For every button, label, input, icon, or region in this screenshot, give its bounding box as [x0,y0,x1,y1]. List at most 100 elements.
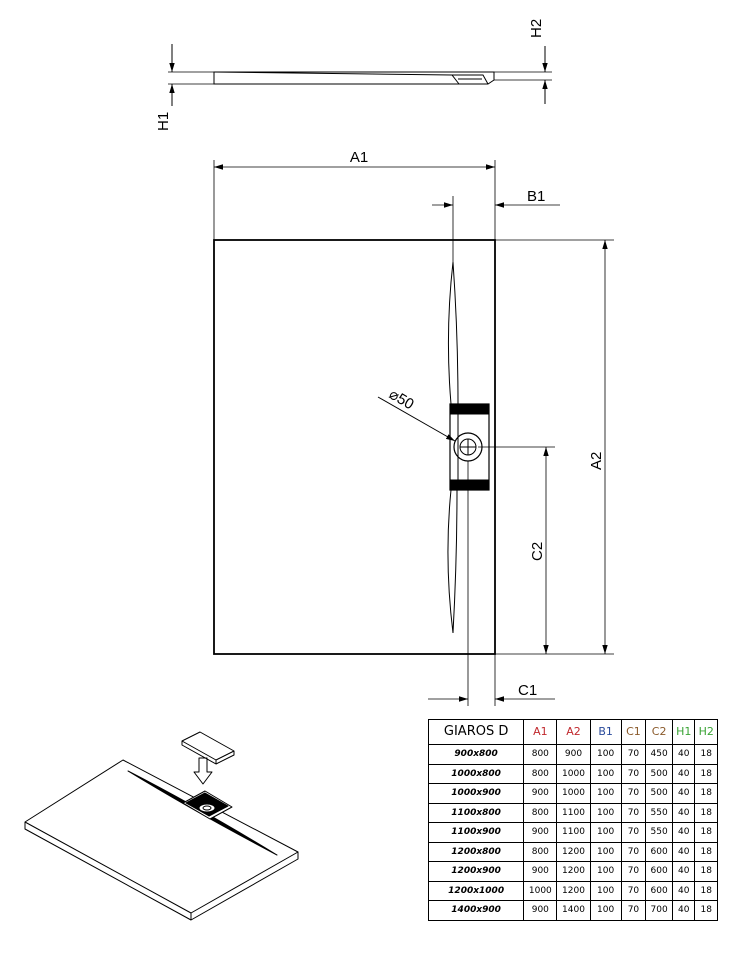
table-cell-value: 900 [523,783,558,804]
table-cell-value: 70 [620,783,647,804]
table-cell-model: 1100x900 [427,822,525,843]
table-cell-value: 18 [694,763,718,784]
table-cell-value: 40 [671,763,696,784]
table-cell-value: 1200 [556,861,591,882]
table-cell-model: 1000x900 [427,783,525,804]
table-cell-value: 40 [671,880,696,901]
table-cell-value: 100 [589,802,622,823]
table-cell-value: 40 [671,783,696,804]
table-cell-model: 1100x800 [427,802,525,823]
table-cell-value: 40 [671,841,696,862]
table-cell-value: 100 [589,841,622,862]
label-h2: H2 [528,19,545,38]
table-cell-value: 1000 [523,880,558,901]
table-cell-value: 70 [620,841,647,862]
table-cell-value: 550 [645,802,673,823]
label-b1: B1 [527,188,545,205]
table-cell-value: 100 [589,744,622,765]
table-cell-value: 800 [523,841,558,862]
table-cell-value: 900 [523,900,558,921]
table-cell-model: 1200x800 [427,841,525,862]
table-cell-value: 70 [620,763,647,784]
table-header-b1: B1 [589,719,622,745]
table-cell-value: 500 [645,783,673,804]
table-header-c1: C1 [620,719,647,745]
dimension-lines [213,160,614,706]
table-header-a2: A2 [556,719,591,745]
table-cell-value: 1200 [556,880,591,901]
table-cell-value: 600 [645,841,673,862]
table-header-a1: A1 [523,719,558,745]
table-header-h1: H1 [671,719,696,745]
table-cell-value: 1400 [556,900,591,921]
table-cell-value: 40 [671,861,696,882]
table-cell-value: 70 [620,822,647,843]
label-a2: A2 [588,452,605,470]
table-cell-value: 900 [523,861,558,882]
table-cell-value: 18 [694,802,718,823]
table-cell-value: 500 [645,763,673,784]
table-cell-value: 18 [694,880,718,901]
table-header-h2: H2 [694,719,718,745]
table-cell-value: 70 [620,861,647,882]
label-c2: C2 [529,542,546,561]
table-cell-value: 800 [523,763,558,784]
label-c1: C1 [518,682,537,699]
table-cell-model: 1400x900 [427,900,525,921]
table-brand-header: GIAROS D [427,719,525,745]
table-cell-value: 100 [589,822,622,843]
table-header-row: GIAROS D A1 A2 B1 C1 C2 H1 H2 [427,719,718,745]
table-cell-value: 100 [589,880,622,901]
table-cell-value: 1100 [556,822,591,843]
table-cell-model: 1000x800 [427,763,525,784]
isometric-view [24,731,299,921]
table-cell-value: 700 [645,900,673,921]
plan-view [213,239,496,655]
table-cell-value: 18 [694,744,718,765]
table-cell-value: 800 [523,802,558,823]
table-cell-model: 1200x900 [427,861,525,882]
label-h1: H1 [155,112,172,131]
table-cell-value: 18 [694,822,718,843]
table-cell-value: 600 [645,861,673,882]
table-header-c2: C2 [645,719,673,745]
table-cell-value: 1100 [556,802,591,823]
table-cell-value: 40 [671,822,696,843]
table-cell-value: 100 [589,783,622,804]
table-cell-value: 1000 [556,783,591,804]
table-cell-value: 100 [589,861,622,882]
table-cell-value: 40 [671,802,696,823]
table-cell-value: 600 [645,880,673,901]
table-cell-value: 450 [645,744,673,765]
label-drain-diameter: ⌀50 [386,386,417,414]
table-cell-value: 70 [620,880,647,901]
table-cell-value: 18 [694,861,718,882]
table-cell-value: 70 [620,900,647,921]
table-cell-value: 800 [523,744,558,765]
side-profile-view [168,44,552,106]
table-cell-value: 40 [671,744,696,765]
table-cell-value: 70 [620,802,647,823]
table-cell-value: 1000 [556,763,591,784]
table-cell-value: 18 [694,841,718,862]
table-cell-model: 1200x1000 [427,880,525,901]
table-cell-value: 70 [620,744,647,765]
table-cell-value: 100 [589,900,622,921]
table-cell-model: 900x800 [427,744,525,765]
table-cell-value: 550 [645,822,673,843]
table-cell-value: 18 [694,900,718,921]
table-cell-value: 18 [694,783,718,804]
table-cell-value: 100 [589,763,622,784]
table-cell-value: 40 [671,900,696,921]
